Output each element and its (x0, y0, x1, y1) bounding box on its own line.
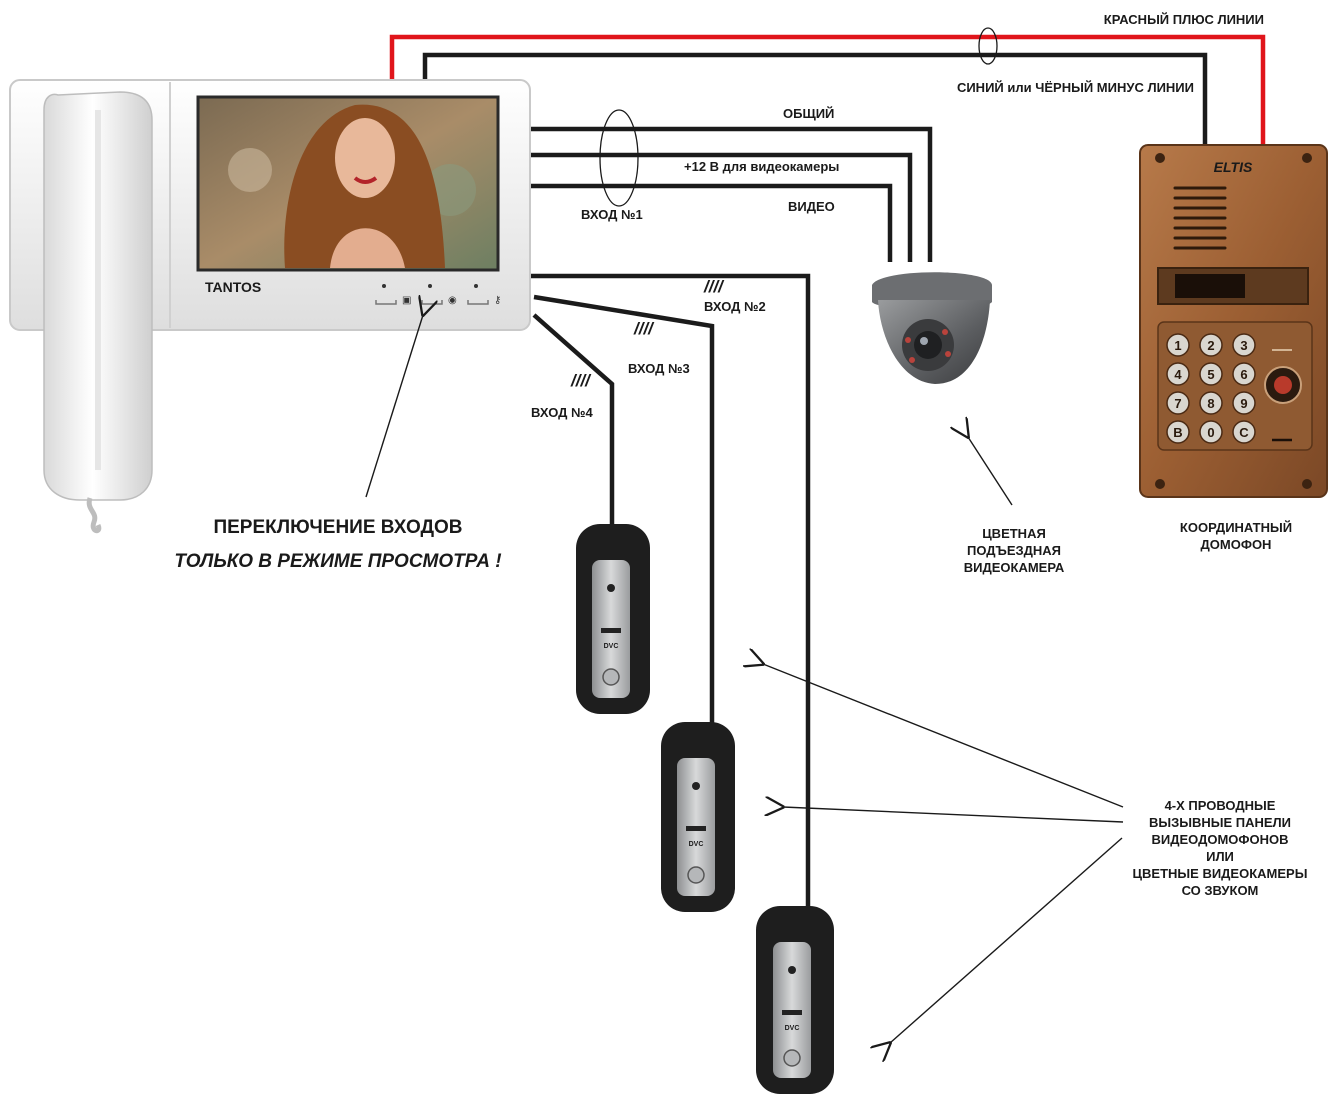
monitor-switch-icon: ◉ (448, 295, 457, 306)
monitor-key-icon: ⚷ (494, 295, 501, 306)
dome-camera (872, 272, 992, 384)
keypad-key (1232, 420, 1256, 444)
input3-label: ВХОД №3 (628, 361, 690, 376)
intercom-panel: ELTIS 1 2 3 4 5 6 7 8 9B 0 C (1139, 144, 1328, 498)
intercom-caption-2: ДОМОФОН (1201, 537, 1272, 552)
keypad-key (1199, 420, 1223, 444)
slash-input4: //// (570, 371, 592, 390)
keypad-key-label: 9 (1240, 396, 1247, 411)
keypad-key (1232, 391, 1256, 415)
pointer-arrows (365, 315, 1124, 1043)
minus-wire (422, 52, 1208, 145)
switch-caption-line2: ТОЛЬКО В РЕЖИМЕ ПРОСМОТРА ! (174, 551, 501, 572)
monitor-brand: TANTOS (205, 279, 261, 295)
intercom-caption-1: КООРДИНАТНЫЙ (1180, 520, 1292, 535)
dvc-brand-3: DVC (785, 1025, 800, 1032)
input3-wire (533, 294, 715, 726)
keypad-key-label: 6 (1240, 367, 1247, 382)
keypad-key-label: B (1173, 425, 1182, 440)
speaker-grille (1173, 186, 1227, 250)
panels-caption-4: ИЛИ (1206, 849, 1234, 864)
plus12-wire (528, 152, 913, 262)
bundle-ellipse-input1 (599, 109, 639, 207)
input4-wire (532, 313, 615, 530)
keypad-key-label: C (1239, 425, 1249, 440)
plus12-label: +12 В для видеокамеры (684, 159, 839, 174)
handset-cord (86, 497, 102, 534)
eltis-brand: ELTIS (1214, 159, 1253, 175)
arrow-camera (968, 437, 1013, 506)
input2-wire (530, 273, 811, 908)
bundle-ellipse-power (978, 27, 998, 65)
keypad-key-label: 8 (1207, 396, 1214, 411)
call-panel-1: DVC (576, 524, 650, 714)
panels-caption-3: ВИДЕОДОМОФОНОВ (1151, 832, 1288, 847)
keypad-key (1166, 420, 1190, 444)
common-label: ОБЩИЙ (783, 106, 834, 121)
panels-caption-6: СО ЗВУКОМ (1182, 883, 1259, 898)
call-panel-2: DVC (661, 722, 735, 912)
keypad-key-label: 3 (1240, 338, 1247, 353)
keypad-key (1166, 362, 1190, 386)
camera-caption-3: ВИДЕОКАМЕРА (964, 560, 1065, 575)
panels-caption-1: 4-Х ПРОВОДНЫЕ (1165, 798, 1276, 813)
dvc-brand-2: DVC (689, 841, 704, 848)
video-wire (528, 183, 893, 262)
keypad-key (1166, 333, 1190, 357)
camera-caption-1: ЦВЕТНАЯ (982, 526, 1046, 541)
panels-caption-2: ВЫЗЫВНЫЕ ПАНЕЛИ (1149, 815, 1291, 830)
common-wire (528, 126, 933, 262)
wires (389, 34, 1266, 908)
keypad-key (1199, 391, 1223, 415)
minus-label: СИНИЙ или ЧЁРНЫЙ МИНУС ЛИНИИ (957, 80, 1194, 95)
arrow-panel-1 (763, 664, 1124, 808)
input2-label: ВХОД №2 (704, 299, 766, 314)
red-plus-wire (389, 34, 1266, 145)
input4-label: ВХОД №4 (531, 405, 594, 420)
arrow-panel-2 (783, 807, 1124, 823)
video-monitor: TANTOS ▣ ◉ ⚷ (9, 79, 531, 534)
keypad-key (1199, 362, 1223, 386)
keypad-key-label: 2 (1207, 338, 1214, 353)
keypad-keys: 1 2 3 4 5 6 7 8 9B 0 C (1166, 333, 1256, 444)
keypad-key (1232, 362, 1256, 386)
arrow-switch (365, 315, 423, 498)
monitor-door-icon: ▣ (402, 295, 411, 306)
keypad-key-label: 5 (1207, 367, 1214, 382)
input1-label: ВХОД №1 (581, 207, 643, 222)
keypad-key-label: 1 (1174, 338, 1181, 353)
slash-input2: //// (703, 277, 725, 296)
keypad-key (1232, 333, 1256, 357)
slash-input3: //// (633, 319, 655, 338)
keypad-key-label: 7 (1174, 396, 1181, 411)
screen-portrait (228, 104, 476, 268)
video-label: ВИДЕО (788, 199, 835, 214)
arrow-panel-3 (890, 837, 1123, 1043)
dvc-brand-1: DVC (604, 643, 619, 650)
keypad-key-label: 4 (1174, 367, 1182, 382)
red-plus-label: КРАСНЫЙ ПЛЮС ЛИНИИ (1104, 12, 1264, 27)
camera-caption-2: ПОДЪЕЗДНАЯ (967, 543, 1061, 558)
call-panel-3: DVC (756, 906, 834, 1094)
keypad-key (1199, 333, 1223, 357)
switch-caption-line1: ПЕРЕКЛЮЧЕНИЕ ВХОДОВ (213, 517, 462, 538)
keypad-key-label: 0 (1207, 425, 1214, 440)
keypad-key (1166, 391, 1190, 415)
keypad-plate (1157, 321, 1313, 451)
panels-caption-5: ЦВЕТНЫЕ ВИДЕОКАМЕРЫ (1133, 866, 1308, 881)
